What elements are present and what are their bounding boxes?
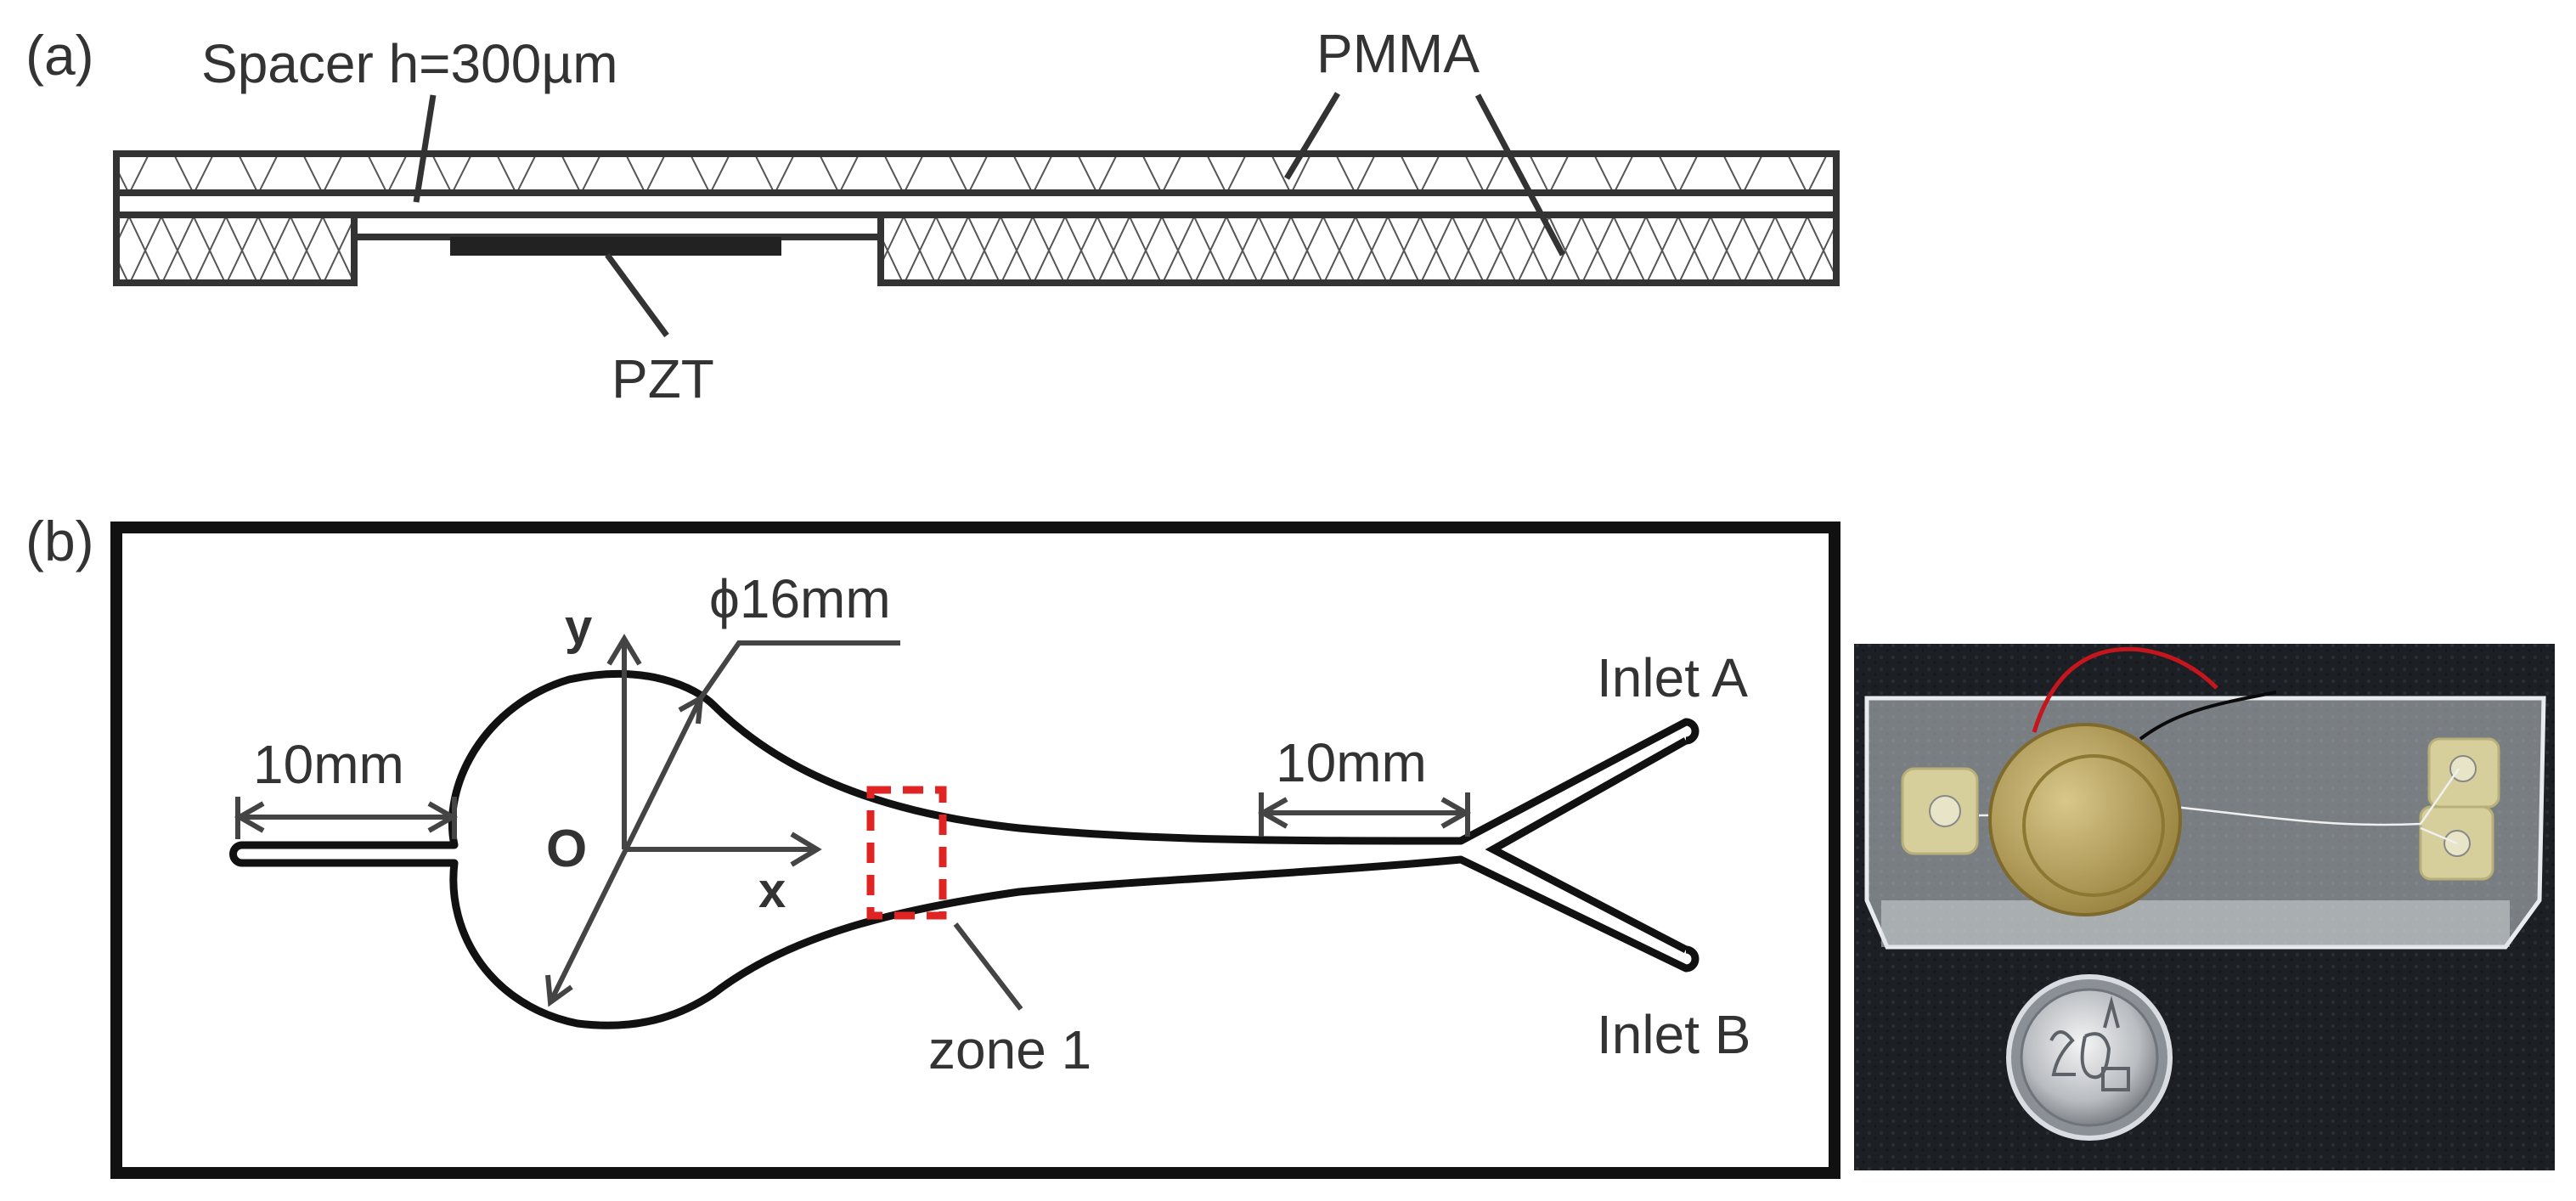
coin-engraving <box>2049 995 2130 1091</box>
inlet-a-label: Inlet A <box>1597 647 1748 708</box>
pmma-label: PMMA <box>1316 23 1480 84</box>
outlet-channel-end <box>229 841 243 867</box>
origin-label: O <box>546 820 587 878</box>
pmma-leader-line-2 <box>1474 93 1566 257</box>
left-dimension-label: 10mm <box>253 734 404 795</box>
brass-piezo-disc <box>1988 723 2182 916</box>
black-wire <box>2139 691 2277 741</box>
diameter-leader-line <box>698 640 900 700</box>
spacer-label: Spacer h=300µm <box>201 33 618 94</box>
coin <box>2006 974 2173 1141</box>
y-axis-arrowhead <box>606 634 642 666</box>
inlet-b-end-cap <box>1685 945 1699 973</box>
panel-b-letter: (b) <box>25 510 94 572</box>
device-photo <box>1854 644 2555 1170</box>
left-dimension-arrowhead-right <box>427 801 459 833</box>
panel-a: (a) Spacer h=300µm PMMA PZT <box>25 23 1840 409</box>
right-dimension-label: 10mm <box>1276 732 1427 793</box>
chip-outline-frame <box>110 522 1840 1179</box>
pzt-label: PZT <box>612 348 714 409</box>
inlet-b-label: Inlet B <box>1597 1004 1750 1065</box>
x-axis-arrowhead <box>790 832 822 867</box>
y-junction-inner-walls <box>1485 737 1688 953</box>
panel-a-letter: (a) <box>25 24 94 87</box>
diameter-arrowhead-bottom <box>545 974 573 1007</box>
y-axis-label: y <box>565 600 592 655</box>
zone-1-leader-line <box>953 922 1023 1011</box>
right-dimension-arrowhead-left <box>1257 797 1288 829</box>
pmma-leader-line-1 <box>1283 92 1341 180</box>
panel-b: (b) y x O ϕ16mm 10mm <box>25 510 1840 1179</box>
pmma-bottom-left-block <box>113 211 358 286</box>
pzt-leader-line <box>605 252 669 338</box>
zone-1-marker <box>866 786 947 920</box>
diameter-label: ϕ16mm <box>709 568 891 629</box>
microchannel-outline <box>238 669 1690 1029</box>
pmma-bottom-right-block <box>877 211 1840 286</box>
acrylic-chip-front-edge <box>1881 900 2510 947</box>
piezo-ceramic-layer <box>2022 754 2165 897</box>
inlet-a-end-cap <box>1685 718 1699 745</box>
diameter-arrow-line <box>548 696 703 1004</box>
red-wire <box>2032 646 2218 733</box>
spacer-leader-line <box>413 94 437 203</box>
pzt-element <box>450 237 781 256</box>
coin-face <box>2020 988 2159 1127</box>
pmma-top-layer <box>113 150 1840 196</box>
right-dimension-arrowhead-right <box>1440 797 1472 829</box>
inlet-port-a <box>2449 755 2477 782</box>
x-axis-label: x <box>758 863 786 918</box>
left-dimension-arrowhead-left <box>234 801 265 833</box>
zone-1-label: zone 1 <box>928 1019 1091 1080</box>
outlet-port <box>1929 795 1961 827</box>
